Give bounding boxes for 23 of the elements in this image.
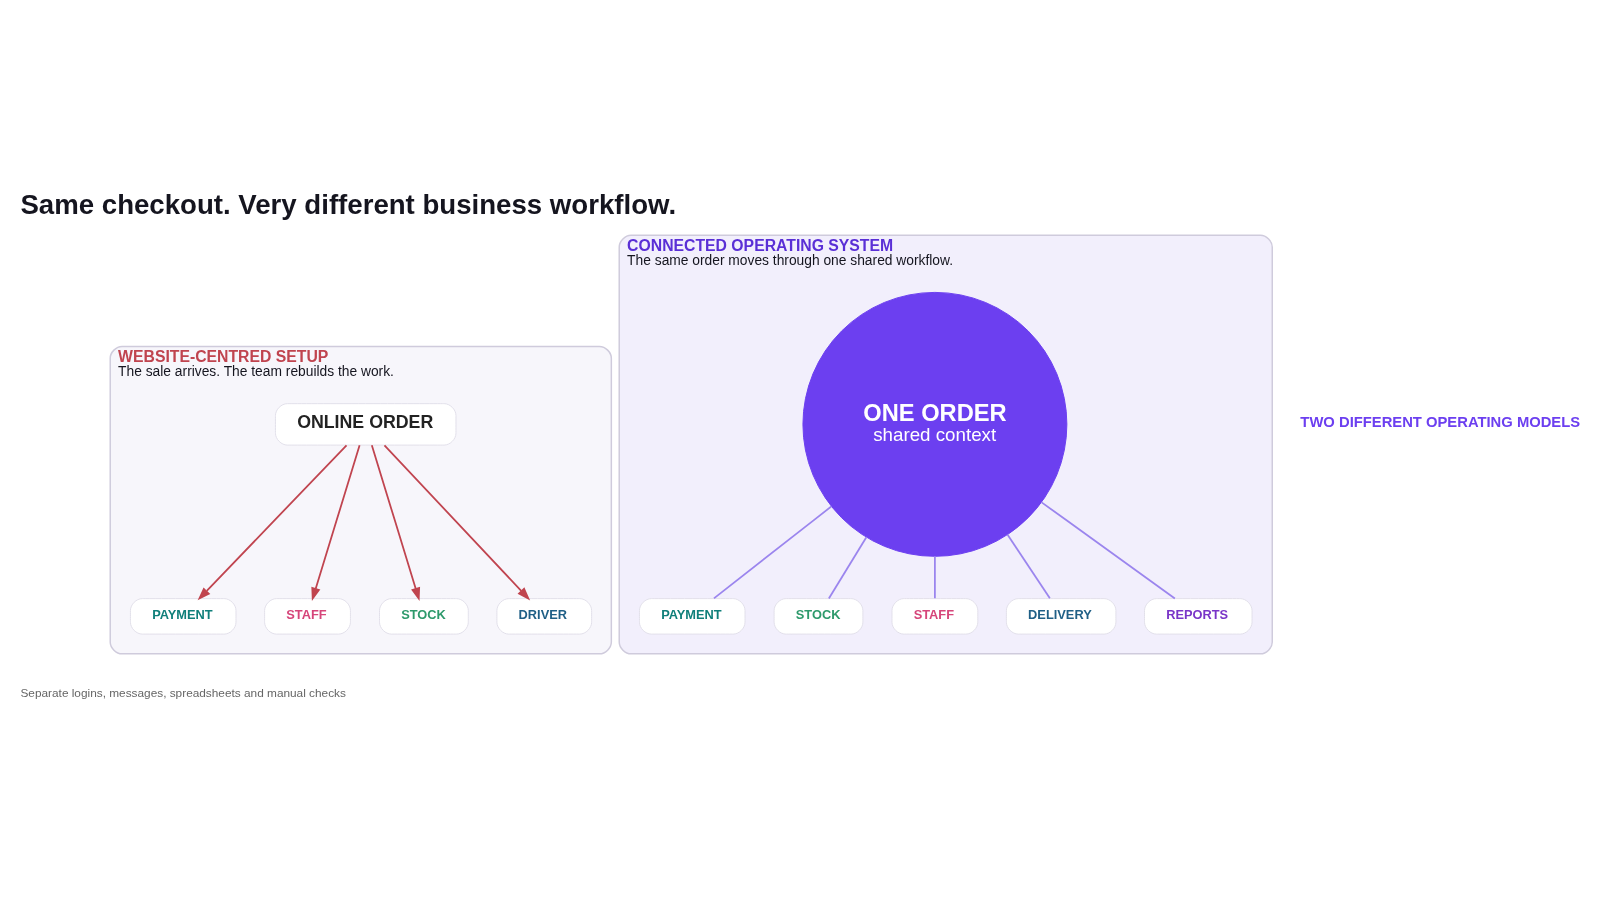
- arrow: [383, 443, 531, 600]
- label: TWO DIFFERENT OPERATING MODELS: [1300, 413, 1581, 430]
- node-box: REPORTS: [1144, 597, 1253, 635]
- node-box: STOCK: [773, 597, 864, 635]
- node-circle: ONE ORDER shared context: [802, 291, 1068, 557]
- diagram-title: Same checkout. Very different business workflow.: [20, 188, 677, 220]
- label: Separate logins, messages, spreadsheets and manual checks: [20, 685, 346, 700]
- node-box: PAYMENT: [129, 597, 237, 635]
- arrow: [311, 443, 361, 601]
- node-box: STAFF: [264, 597, 351, 635]
- arrow: [197, 443, 348, 600]
- connector: [1040, 500, 1176, 599]
- node-box: DRIVER: [496, 597, 593, 635]
- node-box: STAFF: [891, 597, 979, 635]
- node-box: ONLINE ORDER: [274, 402, 457, 446]
- node-box: STOCK: [379, 597, 469, 635]
- arrow: [370, 443, 421, 601]
- connector: [828, 535, 868, 599]
- connector: [934, 554, 936, 599]
- connector: [713, 505, 833, 599]
- node-box: PAYMENT: [638, 597, 746, 635]
- node-box: DELIVERY: [1005, 597, 1117, 635]
- connector: [1006, 533, 1051, 599]
